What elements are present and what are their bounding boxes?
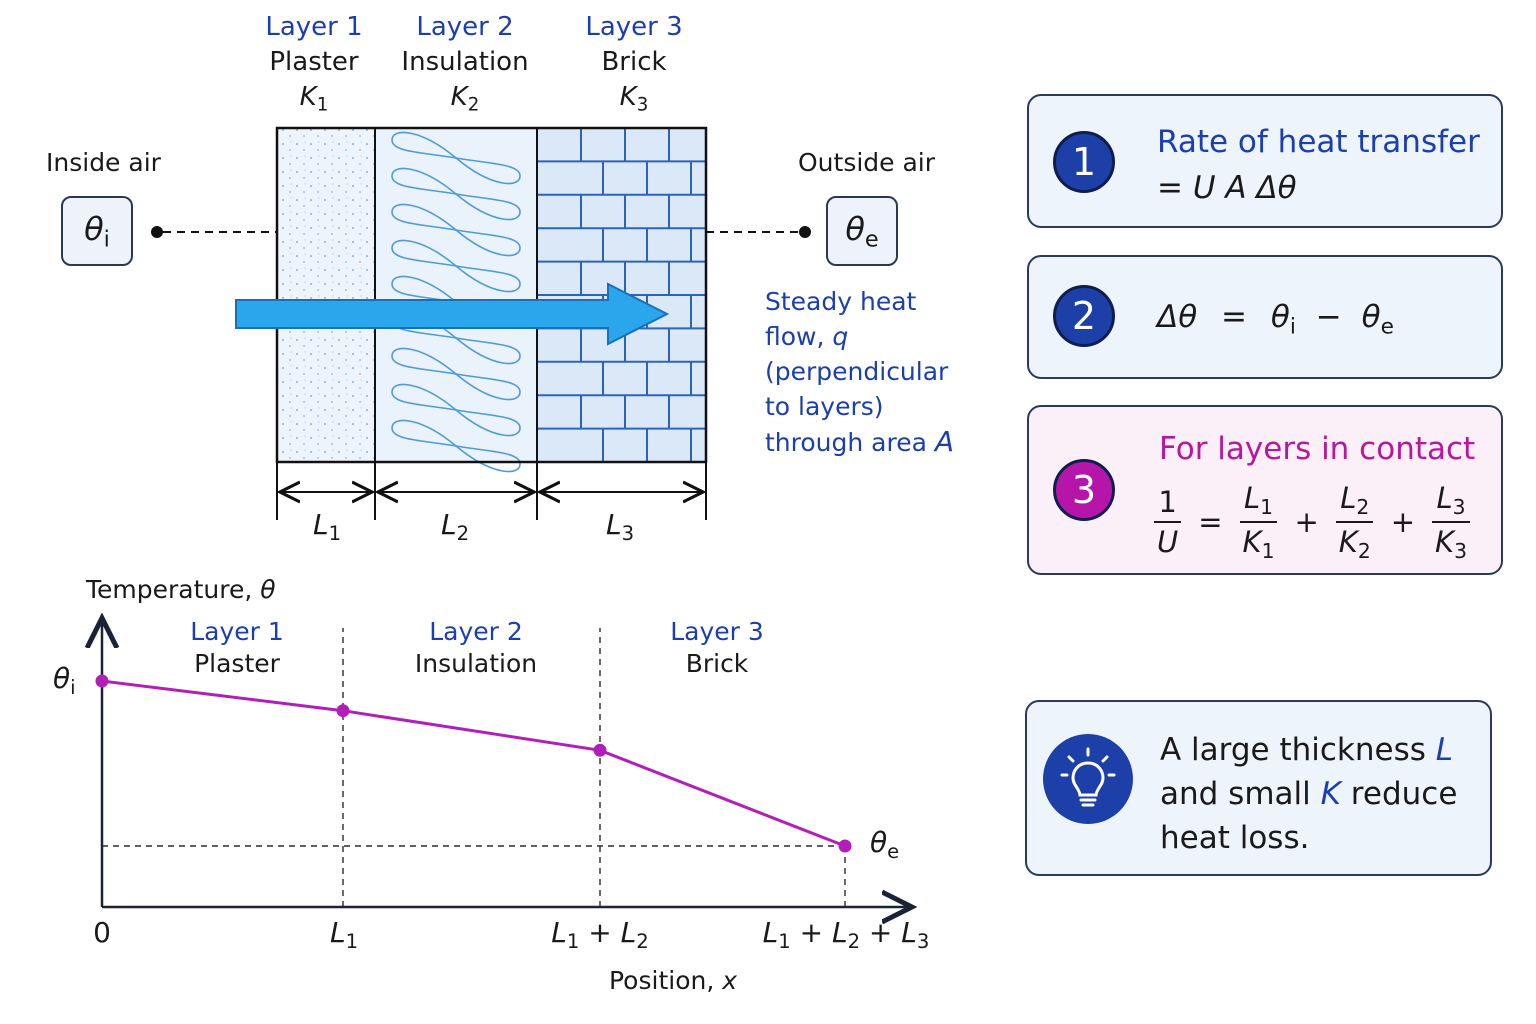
insulation-loop bbox=[391, 383, 521, 437]
temperature-profile-line bbox=[101, 679, 846, 848]
card-temp-diff: 2 Δθ = θi − θe bbox=[1027, 255, 1503, 379]
thickness-l3: L3 bbox=[606, 508, 635, 545]
card-heat-rate: 1 Rate of heat transfer = U A Δθ bbox=[1027, 94, 1503, 228]
outside-air-label: Outside air bbox=[798, 148, 936, 177]
thickness-l2: L2 bbox=[441, 508, 470, 545]
wall-diagram bbox=[151, 126, 811, 520]
thickness-l1: L1 bbox=[313, 508, 342, 545]
inside-node bbox=[151, 226, 163, 238]
inside-air-label: Inside air bbox=[46, 148, 161, 177]
card-3-title: For layers in contact bbox=[1159, 431, 1476, 467]
layer-3-header: Layer 3 Brick K3 bbox=[575, 10, 693, 122]
layer-1-k: K1 bbox=[299, 82, 329, 116]
card-1-title: Rate of heat transfer bbox=[1157, 124, 1480, 160]
flow-note-line-3: (perpendicular bbox=[765, 357, 949, 386]
insulation-loop bbox=[391, 131, 521, 185]
plaster-texture bbox=[277, 128, 375, 462]
tip-card: A large thickness L and small K reduce h… bbox=[1025, 700, 1492, 876]
tip-line-2: and small K reduce bbox=[1160, 776, 1458, 812]
layer-3-title: Layer 3 bbox=[585, 12, 683, 42]
flow-note-line-4: to layers) bbox=[765, 392, 884, 421]
outside-temp-symbol: θe bbox=[845, 209, 879, 253]
inside-temp-box: θi bbox=[61, 196, 133, 266]
wall-outline bbox=[275, 126, 708, 464]
layer-3-material: Brick bbox=[601, 47, 667, 77]
heat-flow-arrow bbox=[235, 282, 670, 346]
temperature-point bbox=[838, 839, 852, 853]
heat-flow-note: Steady heat flow, q (perpendicular to la… bbox=[765, 284, 954, 460]
badge-1: 1 bbox=[1053, 131, 1115, 193]
layer-2-header: Layer 2 Insulation K2 bbox=[395, 10, 535, 122]
layer-1-title: Layer 1 bbox=[265, 12, 363, 42]
temperature-chart bbox=[0, 560, 1000, 960]
tip-line-3: heat loss. bbox=[1160, 820, 1310, 856]
insulation-layer bbox=[375, 128, 537, 462]
layer-1-header: Layer 1 Plaster K1 bbox=[255, 10, 373, 122]
card-1-formula: = U A Δθ bbox=[1157, 170, 1297, 206]
tip-text: A large thickness L and small K reduce h… bbox=[1160, 728, 1457, 860]
layer-2-title: Layer 2 bbox=[416, 12, 514, 42]
layer-1-material: Plaster bbox=[269, 47, 359, 77]
chart-x-label: Position, x bbox=[609, 966, 738, 995]
layer-3-k: K3 bbox=[619, 82, 649, 116]
lightbulb-icon bbox=[1043, 734, 1133, 824]
inside-temp-symbol: θi bbox=[84, 209, 110, 253]
insulation-loop bbox=[391, 239, 521, 293]
chart-y-label: Temperature, θ bbox=[86, 575, 276, 604]
outside-temp-box: θe bbox=[826, 196, 898, 266]
temperature-point bbox=[336, 704, 350, 718]
insulation-loop bbox=[391, 419, 521, 473]
tip-line-1: A large thickness L bbox=[1160, 732, 1454, 768]
layer-2-material: Insulation bbox=[401, 47, 529, 77]
flow-note-line-5: through area A bbox=[765, 425, 955, 458]
temperature-point bbox=[95, 674, 109, 688]
layer-2-k: K2 bbox=[450, 82, 480, 116]
badge-3: 3 bbox=[1053, 459, 1115, 521]
insulation-loop bbox=[391, 347, 521, 401]
card-2-formula: Δθ = θi − θe bbox=[1157, 299, 1394, 340]
insulation-loop bbox=[391, 203, 521, 257]
flow-note-line-2: flow, q bbox=[765, 322, 849, 351]
temperature-point bbox=[593, 743, 607, 757]
insulation-loop bbox=[391, 167, 521, 221]
outside-node bbox=[799, 226, 811, 238]
flow-note-line-1: Steady heat bbox=[765, 287, 917, 316]
badge-2: 2 bbox=[1053, 285, 1115, 347]
